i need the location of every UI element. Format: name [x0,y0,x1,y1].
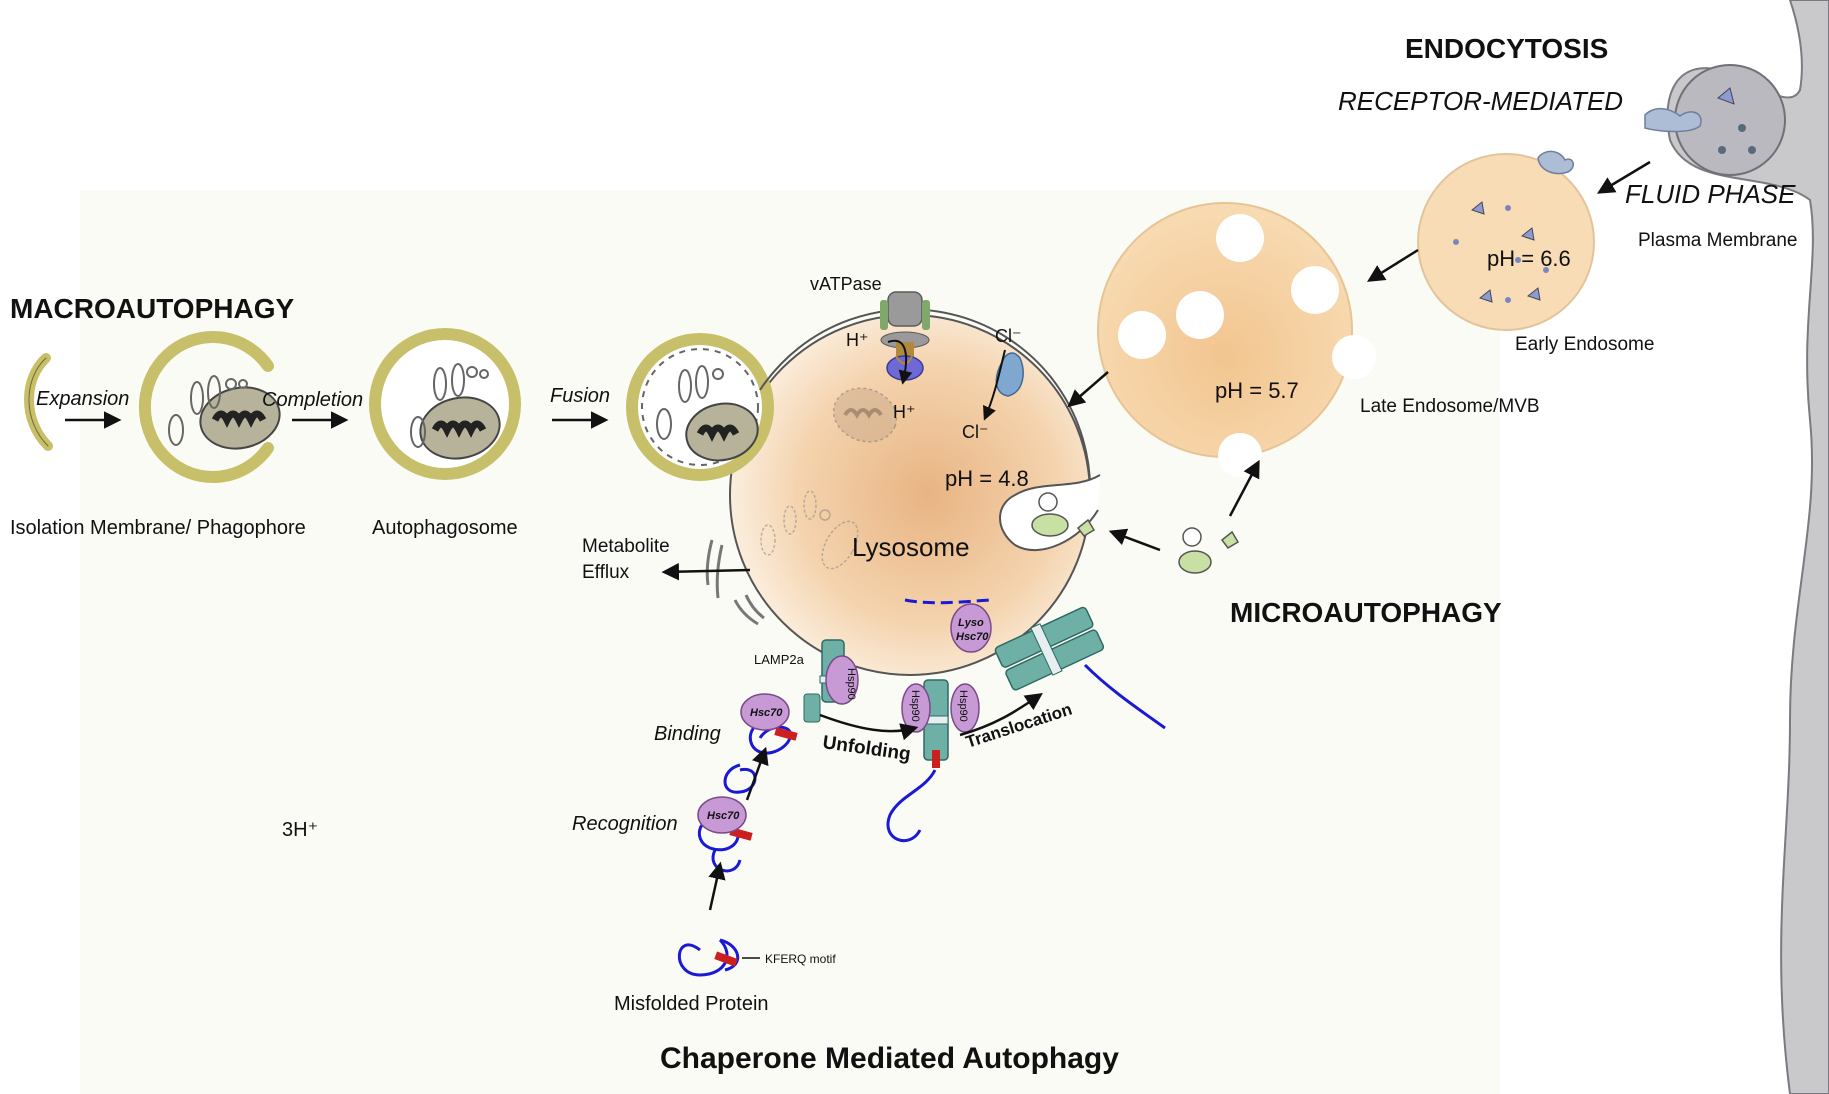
vatpase-label: vATPase [810,274,882,294]
three-h-plus-label: 3H⁺ [282,819,318,841]
hsp90-center-right-label: Hsp90 [957,690,969,722]
hsc70-recognition [697,796,747,834]
microautophagy-invagination [999,474,1101,551]
autophagosome [369,328,521,480]
hsp90-center-left-label: Hsp90 [909,690,921,722]
metabolite-label: Metabolite [582,536,670,557]
microautophagy-heading: MICROAUTOPHAGY [1230,597,1502,628]
macroautophagy-heading: MACROAUTOPHAGY [10,293,294,324]
recognition-label: Recognition [572,813,678,835]
microautophagy-cargo [1178,527,1240,574]
receptor-mediated-label: RECEPTOR-MEDIATED [1338,86,1623,116]
cl-outer: Cl⁻ [995,326,1022,346]
binding-label: Binding [654,723,721,745]
process-arrows [65,160,1651,911]
h-plus-inner: H⁺ [893,402,916,422]
endocytosis-heading: ENDOCYTOSIS [1405,33,1608,64]
early-endosome [1417,153,1595,331]
fusing-autophagosome [626,333,774,481]
phagophore [138,331,281,483]
lamp2a-label: LAMP2a [754,652,805,667]
receptor-complex-icon [1644,108,1702,133]
lyso-hsc70-label-2: Hsc70 [956,631,989,643]
late-endosome-label: Late Endosome/MVB [1360,396,1540,417]
efflux-label: Efflux [582,562,630,583]
hsc70-binding [740,693,790,731]
early-endosome-ph: pH = 6.6 [1487,246,1571,271]
early-endosome-label: Early Endosome [1515,334,1654,355]
hsp90-left-label: Hsp90 [845,668,857,700]
completion-label: Completion [262,389,363,411]
cl-inner: Cl⁻ [962,422,989,442]
cma-heading: Chaperone Mediated Autophagy [660,1042,1119,1075]
cargo-triangle [1717,87,1735,105]
lamp2a-complex-center [901,679,980,768]
kferq-label: KFERQ motif [765,952,836,966]
plasma-membrane-label: Plasma Membrane [1638,230,1797,251]
lamp2a-complex-left [803,639,859,723]
lysosome-label: Lysosome [852,532,970,562]
late-endosome-ph: pH = 5.7 [1215,378,1299,403]
lysosome-ph: pH = 4.8 [945,466,1029,491]
protein-chains [677,598,1166,977]
hsc70-binding-label: Hsc70 [750,707,783,719]
lamp2a-complex-right [950,603,1105,691]
lyso-hsc70-label-1: Lyso [958,617,984,629]
receptor-on-early-endosome-icon [1537,150,1575,175]
autophagosome-label: Autophagosome [372,517,518,539]
expansion-label: Expansion [36,388,129,410]
isolation-membrane-label: Isolation Membrane/ Phagophore [10,517,306,539]
fluid-phase-label: FLUID PHASE [1625,179,1796,209]
fusion-label: Fusion [550,385,610,407]
vatpase-icon [880,291,930,381]
h-plus-outer: H⁺ [846,330,869,350]
hsc70-recognition-label: Hsc70 [707,810,740,822]
digested-content [760,387,898,570]
misfolded-protein-label: Misfolded Protein [614,993,769,1015]
